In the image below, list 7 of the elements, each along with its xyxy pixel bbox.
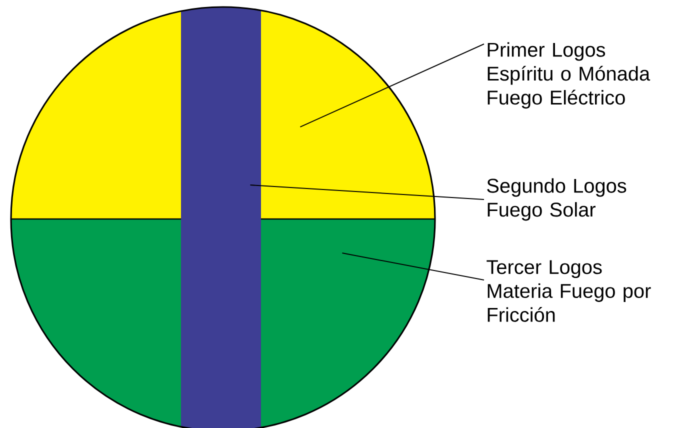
text-label: Segundo Logos Fuego Solar xyxy=(487,178,626,221)
leader-line xyxy=(342,252,484,280)
text-label: Primer Logos Espíritu o Mónada Fuego Eléctrico xyxy=(488,42,650,109)
leader-line xyxy=(250,184,484,200)
vertical-band xyxy=(181,7,261,428)
leader-line xyxy=(300,44,484,128)
text-label: Tercer Logos Materia Fuego por Fricción xyxy=(486,260,651,322)
